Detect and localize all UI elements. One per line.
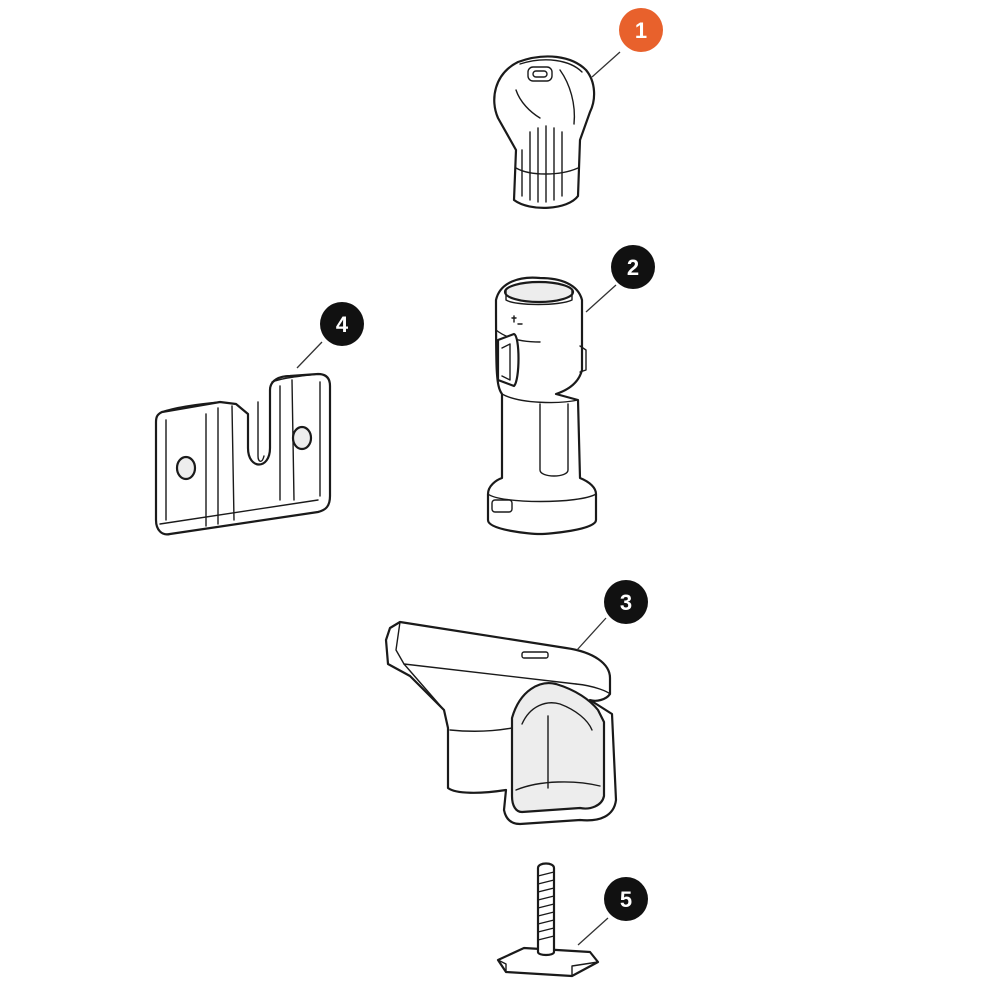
part-4-mounting-plate[interactable] bbox=[154, 372, 332, 536]
leader-line-2 bbox=[585, 284, 617, 313]
leader-line-3 bbox=[576, 617, 607, 651]
leader-line-1 bbox=[591, 51, 621, 78]
callout-2-label: 2 bbox=[627, 255, 639, 280]
callout-5-label: 5 bbox=[620, 887, 632, 912]
callout-2[interactable]: 2 bbox=[611, 245, 655, 289]
callout-1-label: 1 bbox=[635, 18, 647, 43]
callout-1[interactable]: 1 bbox=[619, 8, 663, 52]
leader-line-5 bbox=[577, 917, 609, 946]
part-2-lock-housing[interactable] bbox=[486, 276, 598, 536]
leader-line-4 bbox=[296, 341, 323, 369]
callout-4[interactable]: 4 bbox=[320, 302, 364, 346]
part-5-t-bolt[interactable] bbox=[496, 862, 600, 978]
part-3-bar-clamp[interactable] bbox=[384, 620, 618, 826]
callout-3-label: 3 bbox=[620, 590, 632, 615]
leader-lines bbox=[296, 51, 621, 946]
callout-3[interactable]: 3 bbox=[604, 580, 648, 624]
callout-5[interactable]: 5 bbox=[604, 877, 648, 921]
part-1-end-cap[interactable] bbox=[493, 55, 596, 209]
callout-4-label: 4 bbox=[336, 312, 349, 337]
